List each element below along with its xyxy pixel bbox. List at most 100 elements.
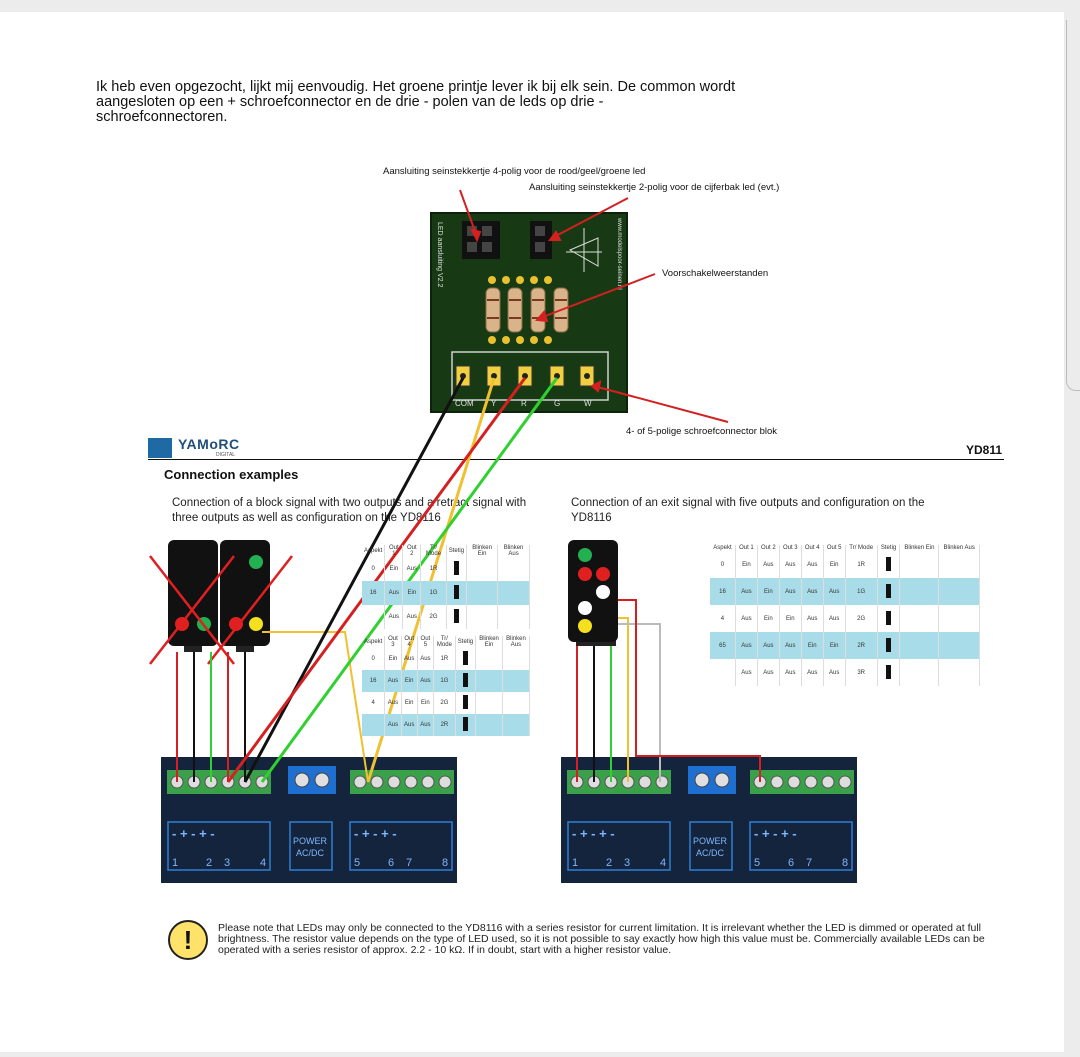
- led-state-mark: [886, 556, 892, 571]
- table-cell: 0: [362, 648, 386, 670]
- led-state-mark: [462, 695, 468, 709]
- table-cell: Aus: [417, 670, 435, 692]
- pin-label-com: COM: [455, 399, 474, 408]
- label-4pin-connector: Aansluiting seinstekkertje 4-polig voor …: [383, 166, 646, 177]
- label-2pin-connector: Aansluiting seinstekkertje 2-polig voor …: [529, 182, 780, 193]
- table-cell: [362, 605, 386, 629]
- table-cell: Aus: [402, 605, 422, 629]
- table-cell: [899, 659, 940, 686]
- table-cell: Ein: [417, 692, 435, 714]
- table-header-cell: Stetig: [877, 545, 901, 551]
- table-cell: Aus: [779, 578, 802, 605]
- ch-4-right: 4: [660, 857, 666, 869]
- table-cell: [446, 557, 468, 581]
- model-number: YD811: [966, 443, 1003, 457]
- table-cell: [899, 605, 940, 632]
- table-header-cell: Blinken Aus: [502, 636, 531, 648]
- table-cell: Ein: [735, 551, 758, 578]
- table-cell: [938, 551, 980, 578]
- table-cell: Aus: [384, 714, 402, 736]
- svg-text:- + - + -: - + - + -: [172, 826, 215, 841]
- table-cell: [475, 648, 503, 670]
- table-cell: Ein: [384, 557, 404, 581]
- table-cell: [446, 605, 468, 629]
- svg-text:- + - + -: - + - + -: [754, 826, 797, 841]
- led-state-mark: [886, 637, 892, 652]
- table-header-cell: Aspekt: [362, 636, 386, 648]
- table-cell: 4: [362, 692, 386, 714]
- ch-2-right: 2: [606, 857, 612, 869]
- table-cell: Aus: [384, 692, 402, 714]
- label-resistors: Voorschakelweerstanden: [662, 268, 769, 279]
- section-heading: Connection examples: [164, 467, 299, 482]
- caption-left: Connection of a block signal with two ou…: [172, 497, 527, 524]
- table-cell: 1G: [433, 670, 456, 692]
- table-cell: [877, 578, 901, 605]
- ch-4-left: 4: [260, 857, 266, 869]
- led-state-mark: [886, 610, 892, 625]
- table-header-cell: Out 1: [735, 545, 758, 551]
- table-cell: Aus: [401, 648, 418, 670]
- scrollbar[interactable]: [1066, 20, 1080, 391]
- table-header-cell: Out 3: [384, 636, 402, 648]
- retract-signal-left: [220, 540, 270, 646]
- table-cell: Aus: [757, 632, 780, 659]
- table-cell: Aus: [823, 659, 846, 686]
- ch-2-left: 2: [206, 857, 212, 869]
- table-cell: Ein: [823, 632, 846, 659]
- table-cell: Aus: [779, 632, 802, 659]
- table-cell: 0: [710, 551, 736, 578]
- table-cell: Aus: [801, 551, 824, 578]
- table-cell: Aus: [757, 551, 780, 578]
- ch-6-left: 6: [388, 857, 394, 869]
- table-cell: 2R: [433, 714, 456, 736]
- table-cell: Aus: [823, 578, 846, 605]
- ch-8-left: 8: [442, 857, 448, 869]
- table-cell: Aus: [757, 659, 780, 686]
- table-cell: [466, 557, 499, 581]
- table-cell: Aus: [823, 605, 846, 632]
- table-cell: [497, 581, 530, 605]
- ch-7-left: 7: [406, 857, 412, 869]
- table-cell: Ein: [779, 605, 802, 632]
- table-cell: [938, 578, 980, 605]
- table-header-cell: Blinken Aus: [938, 545, 980, 551]
- table-cell: [938, 659, 980, 686]
- table-cell: Ein: [402, 581, 422, 605]
- table-header-cell: Blinken Ein: [475, 636, 503, 648]
- table-cell: [877, 632, 901, 659]
- led-state-mark: [462, 673, 468, 687]
- table-cell: 16: [710, 578, 736, 605]
- ch-5-left: 5: [354, 857, 360, 869]
- table-cell: Aus: [801, 578, 824, 605]
- table-cell: 1G: [420, 581, 447, 605]
- warning-icon: !: [168, 920, 208, 960]
- table-cell: [497, 605, 530, 629]
- table-header-cell: Out 4: [801, 545, 824, 551]
- table-cell: Ein: [757, 578, 780, 605]
- table-cell: Aus: [735, 659, 758, 686]
- pin-label-g: G: [554, 399, 560, 408]
- intro-text: Ik heb even opgezocht, lijkt mij eenvoud…: [96, 79, 736, 125]
- table-header-cell: Aspekt: [362, 545, 386, 557]
- ch-8-right: 8: [842, 857, 848, 869]
- led-state-mark: [462, 651, 468, 665]
- table-header-cell: Out 4: [401, 636, 418, 648]
- table-cell: [475, 714, 503, 736]
- table-cell: [899, 578, 940, 605]
- table-cell: [497, 557, 530, 581]
- table-header-cell: Stetig: [446, 545, 468, 557]
- table-cell: 1R: [433, 648, 456, 670]
- table-cell: [899, 551, 940, 578]
